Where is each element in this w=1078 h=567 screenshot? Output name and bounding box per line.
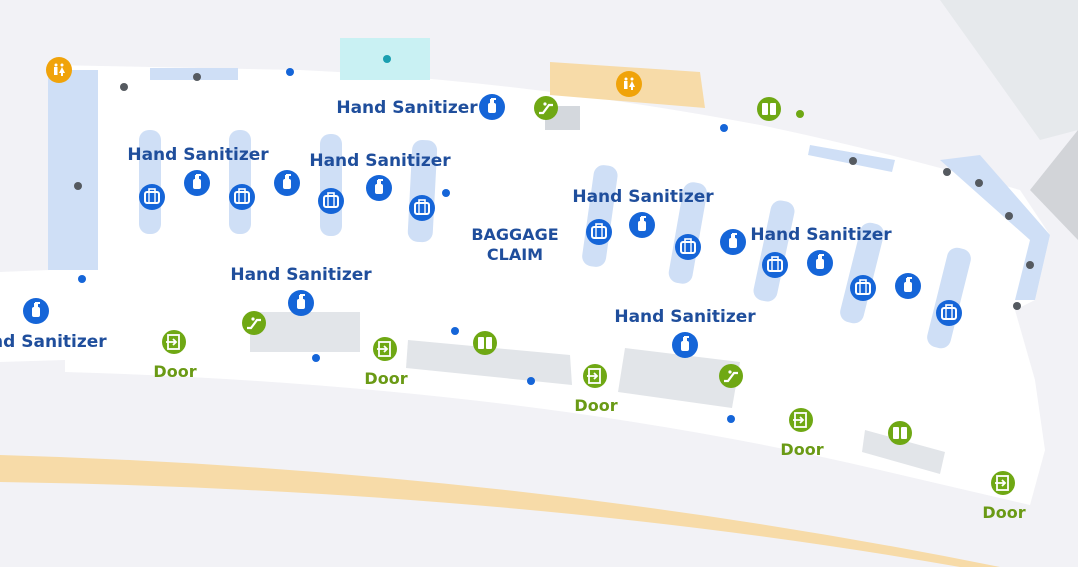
hand-sanitizer-icons (23, 94, 921, 358)
exit-door-icon[interactable] (583, 364, 607, 388)
front-room-3 (618, 348, 740, 408)
front-room-1 (250, 312, 360, 352)
hand-sanitizer-icon[interactable] (479, 94, 505, 120)
exit-door-icon[interactable] (991, 471, 1015, 495)
dot (1005, 212, 1013, 220)
dot (78, 275, 86, 283)
elevator-icon[interactable] (888, 421, 912, 445)
hand-sanitizer-label: Hand Sanitizer (336, 98, 478, 118)
baggage-claim-icon[interactable] (675, 234, 701, 260)
hand-sanitizer-label: Hand Sanitizer (572, 187, 714, 207)
baggage-claim-icon[interactable] (586, 219, 612, 245)
baggage-carousels (139, 130, 971, 349)
hand-sanitizer-icon[interactable] (274, 170, 300, 196)
elevator-icon[interactable] (757, 97, 781, 121)
baggage-claim-icon[interactable] (229, 184, 255, 210)
exit-door-icon[interactable] (789, 408, 813, 432)
dot (1013, 302, 1021, 310)
baggage-claim-icon[interactable] (318, 188, 344, 214)
upper-building-area (0, 0, 1078, 140)
door-label: Door (153, 362, 196, 381)
hand-sanitizer-label: Hand Sanitizer (614, 307, 756, 327)
dot (1026, 261, 1034, 269)
carousel-8 (840, 222, 884, 324)
hand-sanitizer-icon[interactable] (895, 273, 921, 299)
hand-sanitizer-label: Hand Sanitizer (750, 225, 892, 245)
right-wall-structure (940, 155, 1050, 300)
hand-sanitizer-icon[interactable] (629, 212, 655, 238)
dot (74, 182, 82, 190)
dot (120, 83, 128, 91)
baggage-claim-icon[interactable] (139, 184, 165, 210)
curbside-road (0, 455, 1000, 567)
elevator-icon[interactable] (473, 331, 497, 355)
restroom-icon[interactable] (616, 71, 642, 97)
door-icons (162, 330, 1015, 495)
left-wall-structure (48, 70, 98, 270)
exit-door-icon[interactable] (373, 337, 397, 361)
dot (849, 157, 857, 165)
baggage-claim-icons (139, 184, 962, 326)
area-label: CLAIM (487, 245, 543, 264)
baggage-claim-icon[interactable] (850, 275, 876, 301)
hand-sanitizer-label: Hand Sanitizer (309, 151, 451, 171)
dot (943, 168, 951, 176)
carousel-3 (320, 134, 342, 236)
dot (286, 68, 294, 76)
dot (796, 110, 804, 118)
baggage-claim-icon[interactable] (936, 300, 962, 326)
door-label: Door (982, 503, 1025, 522)
restroom-icon[interactable] (46, 57, 72, 83)
baggage-claim-icon[interactable] (409, 195, 435, 221)
hand-sanitizer-icon[interactable] (184, 170, 210, 196)
carousel-9 (927, 247, 971, 349)
dot (527, 377, 535, 385)
door-label: Door (574, 396, 617, 415)
baggage-claim-icon[interactable] (762, 252, 788, 278)
carousel-7 (753, 200, 795, 302)
terminal-floor (0, 65, 1050, 505)
front-room-4 (862, 430, 945, 474)
exit-door-icon[interactable] (162, 330, 186, 354)
hand-sanitizer-label: Hand Sanitizer (0, 332, 107, 352)
door-label: Door (364, 369, 407, 388)
hand-sanitizer-icon[interactable] (366, 175, 392, 201)
hand-sanitizer-icon[interactable] (23, 298, 49, 324)
area-label: BAGGAGE (471, 225, 558, 244)
map-dots (74, 55, 1034, 423)
dot (451, 327, 459, 335)
dot (442, 189, 450, 197)
hand-sanitizer-icon[interactable] (672, 332, 698, 358)
door-label: Door (780, 440, 823, 459)
escalator-icon[interactable] (534, 96, 558, 120)
hand-sanitizer-label: Hand Sanitizer (127, 145, 269, 165)
hand-sanitizer-icon[interactable] (807, 250, 833, 276)
dot (727, 415, 735, 423)
top-wall-block (150, 68, 238, 80)
carousel-6 (668, 182, 707, 284)
escalator-icon[interactable] (719, 364, 743, 388)
dot (312, 354, 320, 362)
escalator-icon[interactable] (242, 311, 266, 335)
right-gray-area (1030, 130, 1078, 240)
hand-sanitizer-icon[interactable] (720, 229, 746, 255)
dot (193, 73, 201, 81)
hand-sanitizer-icon[interactable] (288, 290, 314, 316)
hand-sanitizer-label: Hand Sanitizer (230, 265, 372, 285)
dot (383, 55, 391, 63)
dot (720, 124, 728, 132)
front-room-2 (406, 340, 572, 385)
dot (975, 179, 983, 187)
